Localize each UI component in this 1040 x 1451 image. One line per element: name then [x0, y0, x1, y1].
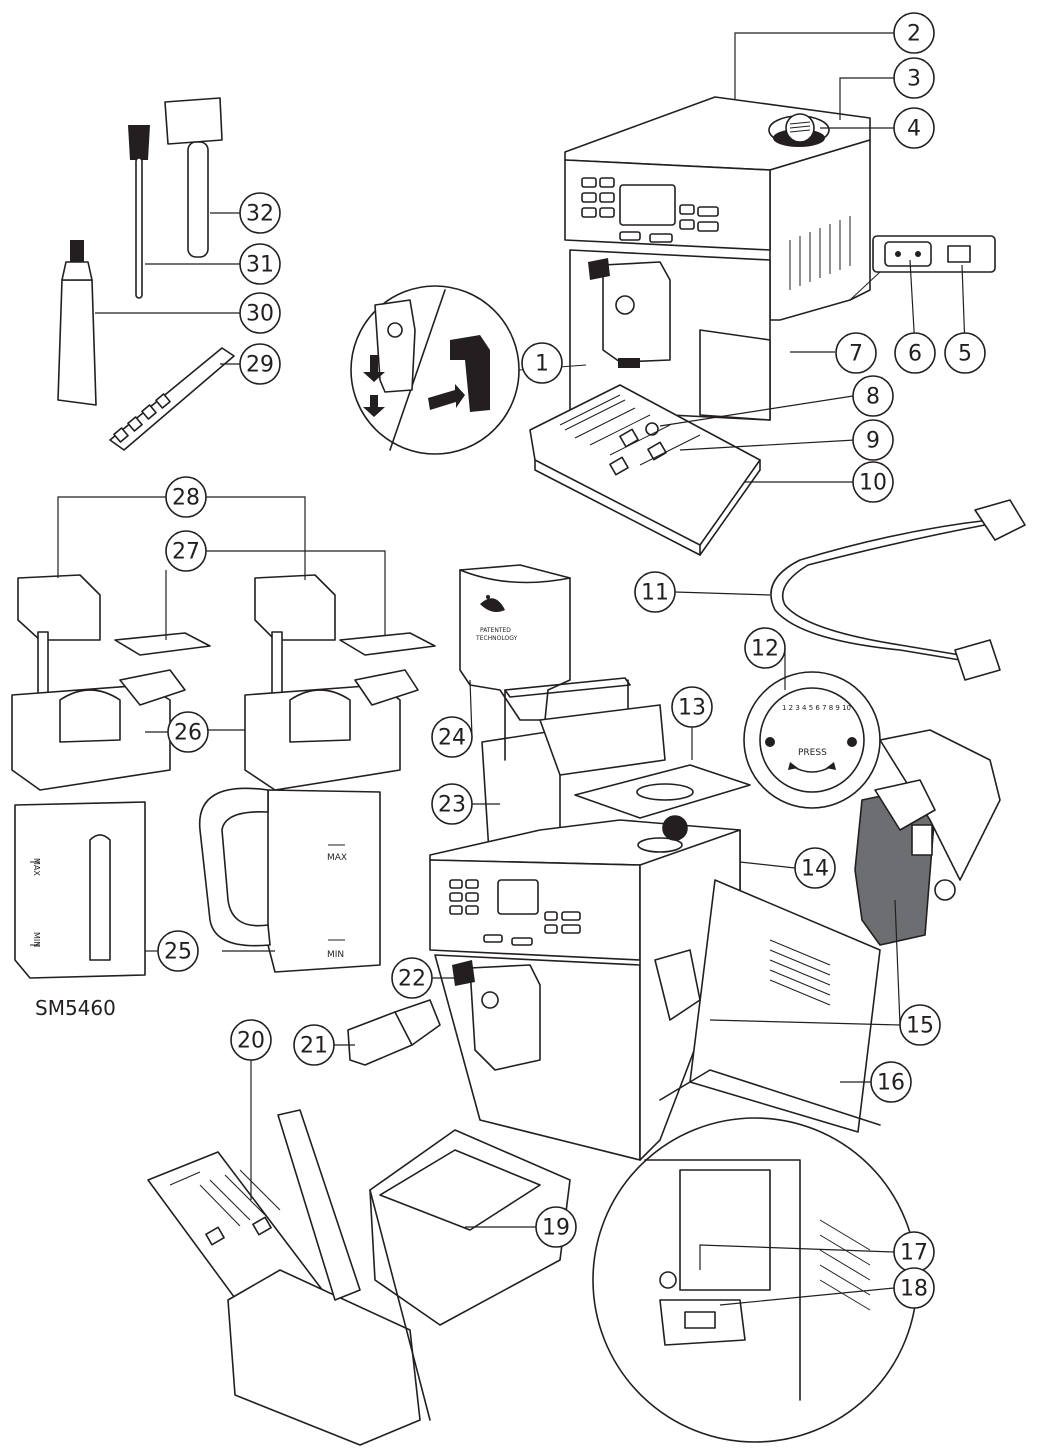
callout-12: 12	[744, 627, 786, 669]
callout-30-label: 30	[246, 302, 274, 327]
accessories	[57, 97, 235, 451]
interior-zoom-inset	[592, 1069, 918, 1443]
callout-4-label: 4	[907, 117, 921, 142]
filter-text-line1: PATENTED	[480, 627, 511, 634]
knob-scale-text: 1 2 3 4 5 6 7 8 9 10	[782, 704, 851, 712]
callout-24: 24	[431, 716, 473, 758]
right-carafe-max-text: MAX	[327, 853, 347, 863]
callout-7: 7	[835, 332, 877, 374]
callout-32-label: 32	[246, 202, 274, 227]
callout-3-label: 3	[907, 67, 921, 92]
callout-20-label: 20	[237, 1029, 265, 1054]
callout-18: 18	[893, 1267, 935, 1309]
callout-1-label: 1	[535, 352, 549, 377]
callout-10: 10	[852, 461, 894, 503]
grinder-knob-inset	[743, 671, 881, 809]
callout-13-label: 13	[678, 696, 706, 721]
milk-frother	[347, 999, 441, 1066]
callout-10-label: 10	[859, 471, 887, 496]
callout-28-label: 28	[172, 486, 200, 511]
brew-group	[854, 729, 1001, 946]
callout-26: 26	[167, 711, 209, 753]
callout-6: 6	[894, 332, 936, 374]
leader-lines	[57, 32, 966, 1306]
left-carafe-max-text: MAX	[32, 858, 41, 876]
callout-22: 22	[391, 957, 433, 999]
callout-25: 25	[157, 930, 199, 972]
callout-4: 4	[893, 107, 935, 149]
callout-27: 27	[165, 530, 207, 572]
callout-8: 8	[852, 375, 894, 417]
model-label: SM5460	[35, 996, 116, 1020]
callout-6-label: 6	[908, 342, 922, 367]
callout-29-label: 29	[246, 353, 274, 378]
callout-24-label: 24	[438, 726, 466, 751]
callout-23: 23	[431, 783, 473, 825]
callout-17-label: 17	[900, 1241, 928, 1266]
callout-19: 19	[535, 1206, 577, 1248]
callout-29: 29	[239, 343, 281, 385]
callout-21: 21	[293, 1024, 335, 1066]
callout-15-label: 15	[906, 1014, 934, 1039]
callout-26-label: 26	[174, 721, 202, 746]
power-cord	[770, 499, 1026, 681]
callout-14-label: 14	[801, 857, 829, 882]
callout-14: 14	[794, 847, 836, 889]
callout-9: 9	[852, 419, 894, 461]
espresso-machine-front	[529, 96, 996, 556]
callout-32: 32	[239, 192, 281, 234]
callout-2: 2	[893, 12, 935, 54]
right-carafe-min-text: MIN	[327, 950, 344, 960]
callout-2-label: 2	[907, 22, 921, 47]
espresso-machine-open	[429, 677, 881, 1161]
knob-press-text: PRESS	[798, 748, 827, 758]
callout-7-label: 7	[849, 342, 863, 367]
callout-1: 1	[521, 342, 563, 384]
callout-23-label: 23	[438, 793, 466, 818]
drip-tray-assembly	[147, 1109, 571, 1446]
callout-19-label: 19	[542, 1216, 570, 1241]
callout-31: 31	[239, 243, 281, 285]
callout-11-label: 11	[641, 581, 669, 606]
callout-25-label: 25	[164, 940, 192, 965]
callout-11: 11	[634, 571, 676, 613]
callout-9-label: 9	[866, 429, 880, 454]
callout-5-label: 5	[958, 342, 972, 367]
callout-16: 16	[870, 1061, 912, 1103]
callout-13: 13	[671, 686, 713, 728]
callout-5: 5	[944, 332, 986, 374]
callout-30: 30	[239, 292, 281, 334]
callout-15: 15	[899, 1004, 941, 1046]
callout-20: 20	[230, 1019, 272, 1061]
callout-28: 28	[165, 476, 207, 518]
callout-17: 17	[893, 1231, 935, 1273]
callout-8-label: 8	[866, 385, 880, 410]
callout-3: 3	[893, 57, 935, 99]
callout-12-label: 12	[751, 637, 779, 662]
callout-16-label: 16	[877, 1071, 905, 1096]
callout-31-label: 31	[246, 253, 274, 278]
filter-text-line2: TECHNOLOGY	[475, 635, 518, 642]
callout-18-label: 18	[900, 1277, 928, 1302]
callout-27-label: 27	[172, 540, 200, 565]
callout-22-label: 22	[398, 967, 426, 992]
milk-components	[11, 574, 436, 979]
left-carafe-min-text: MIN	[32, 932, 41, 947]
dispenser-zoom-inset	[350, 285, 587, 455]
callout-21-label: 21	[300, 1034, 328, 1059]
